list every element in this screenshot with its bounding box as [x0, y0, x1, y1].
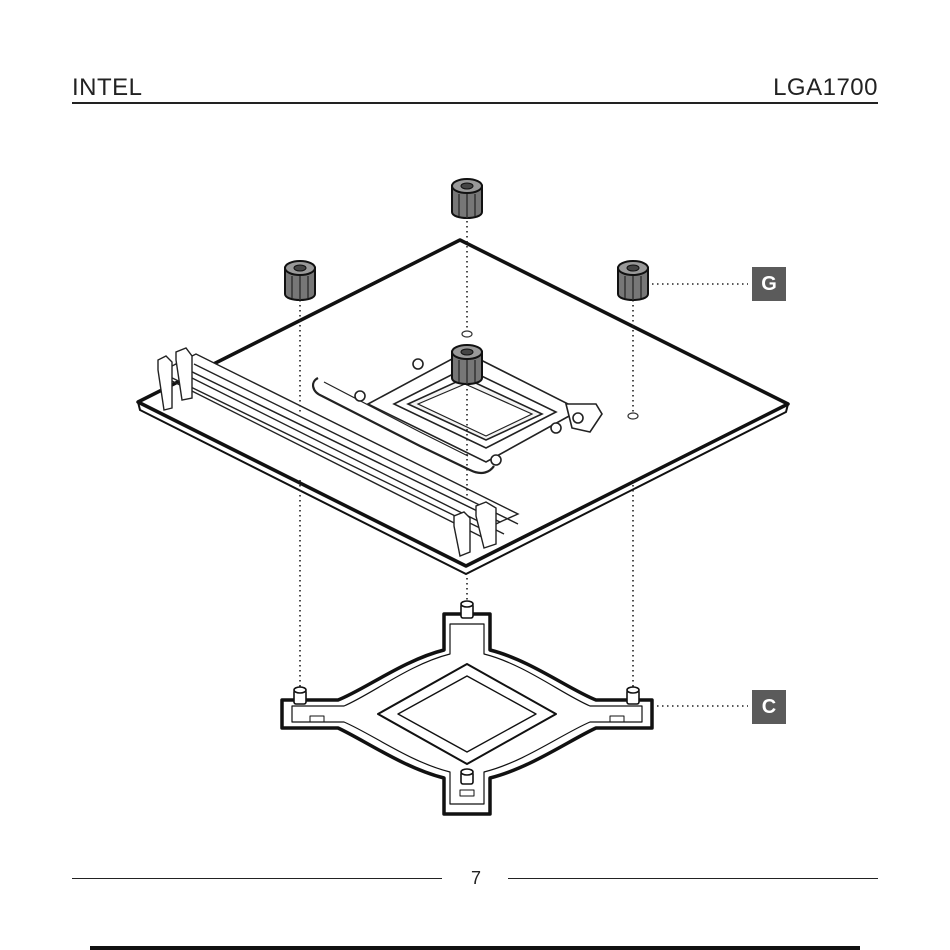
footer-divider-right: [508, 878, 878, 879]
motherboard-icon: [138, 240, 788, 574]
standoff-label: G: [752, 267, 786, 301]
backplate-label: C: [752, 690, 786, 724]
page-number: 7: [462, 868, 490, 889]
footer-divider-left: [72, 878, 442, 879]
bottom-edge-bar: [90, 946, 860, 950]
backplate-icon: [282, 601, 652, 814]
